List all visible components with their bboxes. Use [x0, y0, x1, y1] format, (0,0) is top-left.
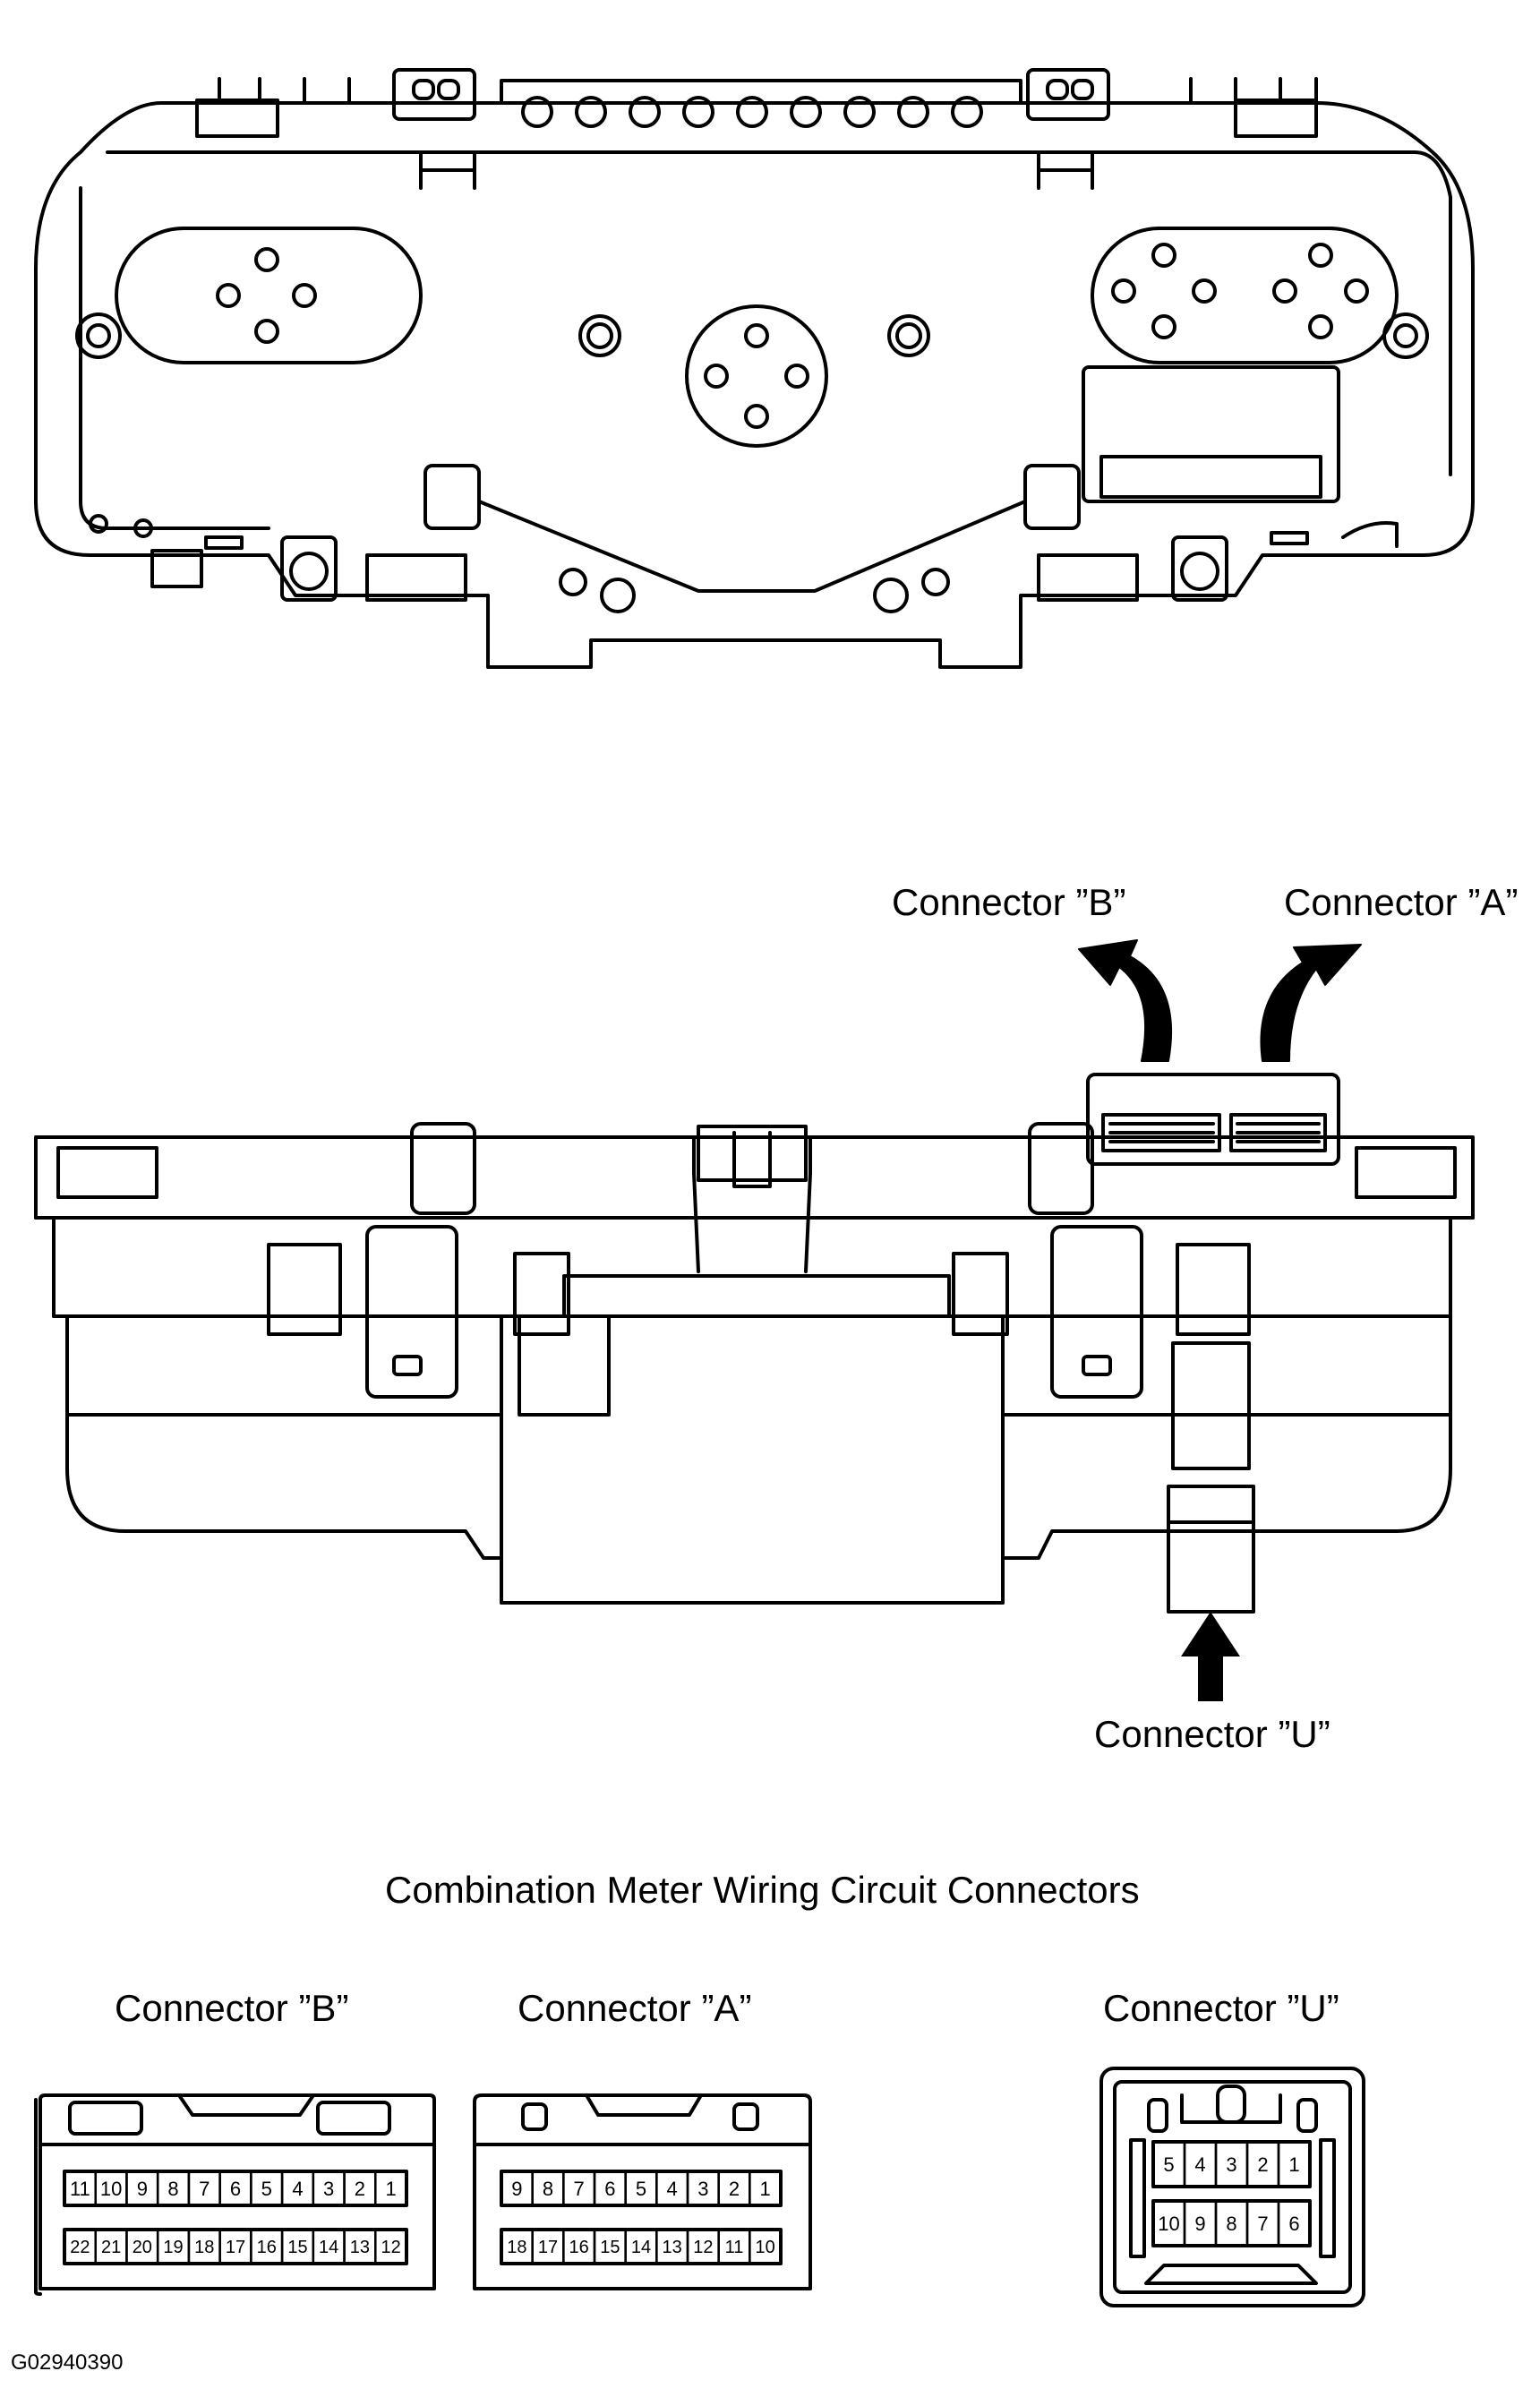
connector-b-bottom-cells: 22 21 20 19 18 17 16 15 14 13 12: [63, 2228, 408, 2265]
pin-number: 16: [257, 2238, 277, 2257]
cluster-bottom-view: [34, 1073, 1475, 1614]
pin-number: 2: [1257, 2153, 1268, 2176]
connector-b-heading: Connector ”B”: [115, 1987, 349, 2029]
pin-number: 15: [287, 2238, 307, 2257]
pin-number: 7: [1257, 2213, 1268, 2235]
pin-number: 7: [574, 2178, 585, 2200]
pin-number: 1: [386, 2178, 397, 2200]
pin-number: 18: [194, 2238, 214, 2257]
pin-number: 16: [569, 2238, 589, 2257]
connector-a-callout: Connector ”A”: [1284, 881, 1519, 923]
pin-number: 10: [100, 2178, 122, 2200]
pin-cell: [374, 2170, 408, 2207]
pin-number: 17: [538, 2238, 558, 2257]
bottom-view-connector-b: [1101, 1113, 1221, 1152]
pin-number: 20: [133, 2238, 152, 2257]
connector-u-callout: Connector ”U”: [1094, 1713, 1330, 1755]
pin-number: 14: [319, 2238, 338, 2257]
pin-number: 4: [292, 2178, 303, 2200]
connector-a-heading: Connector ”A”: [518, 1987, 752, 2029]
pin-number: 6: [1288, 2213, 1299, 2235]
pin-number: 12: [693, 2238, 713, 2257]
figure-code: G02940390: [11, 2350, 124, 2375]
pin-number: 4: [667, 2178, 678, 2200]
connector-u-arrow: [1181, 1612, 1240, 1701]
pin-cell: [374, 2228, 408, 2265]
left-bulb-sockets: [216, 247, 317, 344]
pin-number: 13: [663, 2238, 682, 2257]
pin-number: 19: [163, 2238, 183, 2257]
pin-number: 8: [543, 2178, 553, 2200]
connector-a-arrow: [1260, 944, 1362, 1062]
pin-number: 21: [101, 2238, 121, 2257]
pin-cell: [1277, 2199, 1312, 2247]
pin-number: 6: [230, 2178, 241, 2200]
pin-number: 10: [1158, 2213, 1179, 2235]
pin-number: 1: [760, 2178, 771, 2200]
top-strip-holes: [521, 96, 983, 128]
right-bulb-sockets: [1111, 243, 1369, 339]
pin-number: 14: [631, 2238, 651, 2257]
pin-number: 3: [1226, 2153, 1236, 2176]
pin-cell: [1277, 2140, 1312, 2188]
pin-number: 5: [1163, 2153, 1174, 2176]
pin-number: 11: [725, 2238, 744, 2257]
connector-a-bottom-cells: 18 17 16 15 14 13 12 11 10: [500, 2228, 783, 2265]
connector-u-heading: Connector ”U”: [1103, 1987, 1339, 2029]
bottom-view-connector-a: [1229, 1113, 1327, 1152]
pin-cell: [749, 2170, 783, 2207]
pin-number: 11: [70, 2178, 90, 2200]
pin-number: 9: [1194, 2213, 1205, 2235]
pin-number: 10: [756, 2238, 775, 2257]
pin-number: 17: [226, 2238, 245, 2257]
pin-number: 9: [137, 2178, 148, 2200]
pin-number: 22: [70, 2238, 90, 2257]
pin-number: 7: [199, 2178, 210, 2200]
pin-number: 4: [1194, 2153, 1205, 2176]
pin-number: 13: [350, 2238, 370, 2257]
pin-number: 3: [697, 2178, 708, 2200]
connector-b-arrow: [1078, 939, 1172, 1062]
pin-number: 8: [1226, 2213, 1236, 2235]
pin-number: 15: [600, 2238, 620, 2257]
pin-number: 3: [323, 2178, 334, 2200]
pin-number: 8: [167, 2178, 178, 2200]
pin-number: 2: [729, 2178, 740, 2200]
pin-number: 9: [511, 2178, 522, 2200]
pin-number: 2: [355, 2178, 365, 2200]
pin-number: 5: [261, 2178, 272, 2200]
section-title: Combination Meter Wiring Circuit Connect…: [385, 1869, 1140, 1911]
pin-number: 12: [381, 2238, 401, 2257]
pin-number: 6: [604, 2178, 615, 2200]
pin-number: 18: [507, 2238, 526, 2257]
connector-b-callout: Connector ”B”: [892, 881, 1126, 923]
pin-cell: [749, 2228, 783, 2265]
center-bulb-sockets: [704, 323, 809, 429]
pin-number: 1: [1288, 2153, 1299, 2176]
pin-number: 5: [636, 2178, 646, 2200]
cluster-rear-view: [34, 68, 1475, 669]
